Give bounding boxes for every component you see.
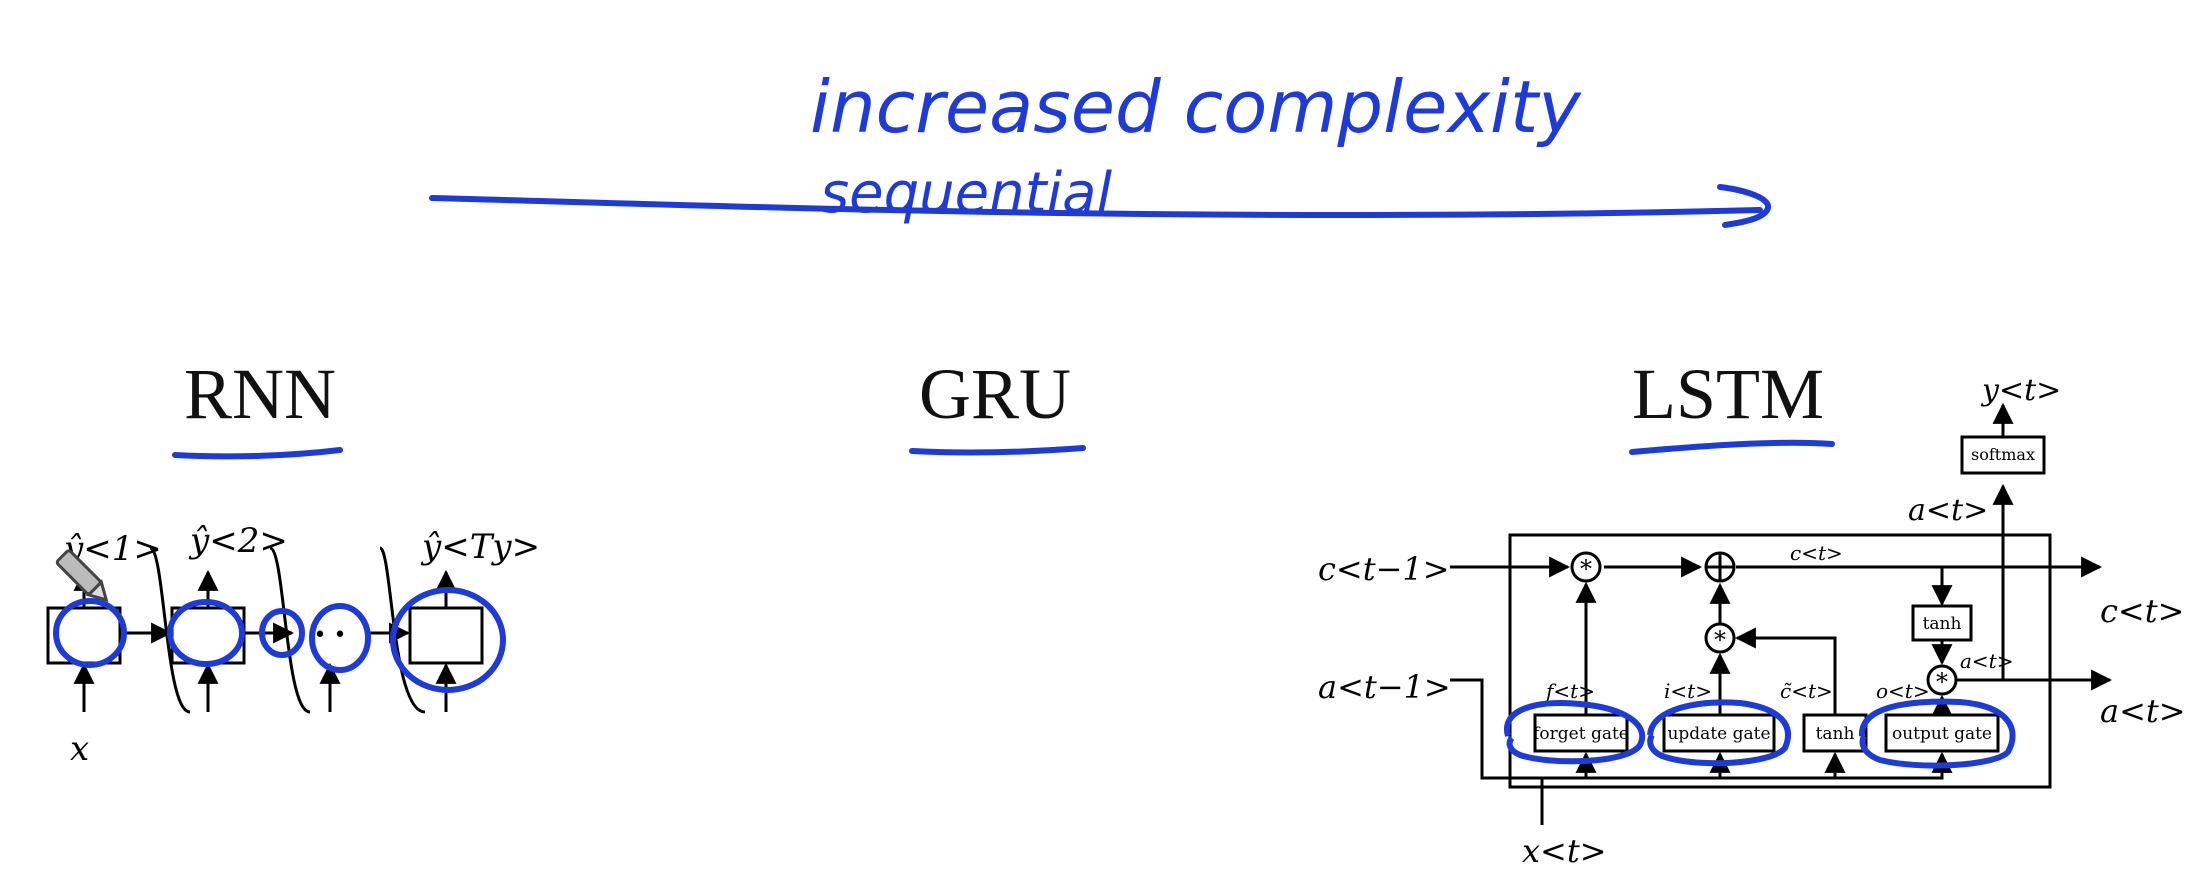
annotation-sequential: sequential xyxy=(820,161,1112,226)
update-mult-symbol: * xyxy=(1714,626,1726,654)
label-ctilde-t: c̃<t> xyxy=(1780,679,1833,703)
label-a-mid: a<t> xyxy=(1960,649,2013,673)
complexity-arrow-head xyxy=(1717,184,1771,228)
title-gru: GRU xyxy=(919,354,1071,434)
title-gru-underline xyxy=(909,445,1086,456)
lstm-cell-box xyxy=(1508,533,2052,789)
forget-mult-symbol: * xyxy=(1580,555,1592,583)
lstm-ink xyxy=(1504,698,2016,769)
complexity-arrow xyxy=(429,195,1763,219)
label-x-t: x<t> xyxy=(1522,832,1607,870)
pencil-cursor-icon xyxy=(55,549,109,603)
rnn-dots: • • xyxy=(314,623,347,648)
label-a-prev: a<t−1> xyxy=(1318,668,1451,706)
label-a-top: a<t> xyxy=(1908,493,1988,528)
label-c-out: c<t> xyxy=(2100,592,2184,630)
title-rnn: RNN xyxy=(184,354,336,434)
label-c-prev: c<t−1> xyxy=(1318,550,1450,588)
annotation-increased-complexity: increased complexity xyxy=(810,65,1582,149)
label-i-t: i<t> xyxy=(1664,679,1712,703)
label-o-t: o<t> xyxy=(1876,679,1930,703)
forget-gate-box xyxy=(1533,713,1629,753)
title-lstm-underline xyxy=(1629,439,1835,455)
rnn-ink xyxy=(53,587,506,693)
rnn-label-yT: ŷ<Ty> xyxy=(420,527,540,567)
rnn-label-y2: ŷ<2> xyxy=(188,521,288,561)
rnn-label-x: x xyxy=(70,729,89,769)
label-c-mid: c<t> xyxy=(1790,541,1843,565)
forget-gate-label: forget gate xyxy=(1533,724,1629,744)
label-a-out: a<t> xyxy=(2100,692,2186,730)
top-annotation: increased complexity sequential xyxy=(429,65,1771,228)
label-y-top: y<t> xyxy=(1980,373,2061,408)
tanh-gate-label: tanh xyxy=(1816,724,1855,744)
rnn-cell-T xyxy=(408,606,484,665)
update-gate-label: update gate xyxy=(1667,724,1770,744)
output-mult-symbol: * xyxy=(1936,668,1948,696)
softmax-label: softmax xyxy=(1971,445,2035,464)
label-f-t: f<t> xyxy=(1544,679,1595,703)
lstm-diagram xyxy=(1450,402,2113,825)
output-gate-label: output gate xyxy=(1892,724,1992,744)
forget-mult-node xyxy=(1570,551,1602,583)
tanh-box-label: tanh xyxy=(1923,614,1962,634)
title-rnn-underline xyxy=(172,447,343,460)
title-lstm: LSTM xyxy=(1632,354,1824,434)
